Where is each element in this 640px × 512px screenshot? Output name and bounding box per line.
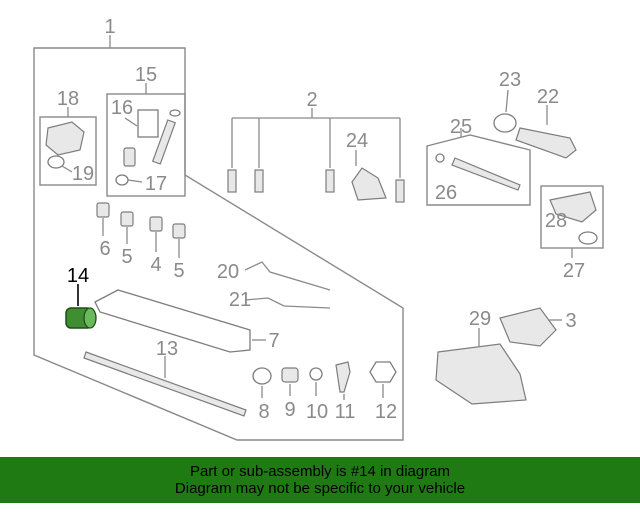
banner-line-1: Part or sub-assembly is #14 in diagram (189, 463, 451, 480)
callout-5: 5 (121, 246, 132, 268)
part-8 (252, 367, 272, 385)
bushing-14-part (65, 307, 97, 329)
boot-part (515, 127, 577, 159)
bolt-parts (227, 169, 405, 203)
clamp-part (493, 113, 517, 133)
callout-28: 28 (545, 210, 567, 232)
cover-part (351, 167, 387, 201)
bushing-parts (96, 202, 186, 239)
callout-4: 4 (150, 254, 161, 276)
pipe-20 (244, 261, 331, 291)
callout-24: 24 (346, 130, 368, 152)
callout-22: 22 (537, 86, 559, 108)
callout-5b: 5 (173, 260, 184, 282)
yoke-part (45, 121, 85, 156)
callout-16: 16 (111, 97, 133, 119)
bushing-part (123, 147, 136, 167)
tie-rod-end-part (549, 191, 597, 223)
tie-rod-part (451, 157, 521, 191)
callout-6: 6 (99, 238, 110, 260)
spring-part (281, 367, 299, 383)
callout-29: 29 (469, 308, 491, 330)
callout-19: 19 (72, 163, 94, 185)
callout-25: 25 (450, 116, 472, 138)
callout-26: 26 (435, 182, 457, 204)
callout-9: 9 (284, 399, 295, 421)
callout-13: 13 (156, 338, 178, 360)
banner-line-2: Diagram may not be specific to your vehi… (174, 480, 466, 497)
callout-7: 7 (268, 330, 279, 352)
callout-3: 3 (565, 310, 576, 332)
nut-part (369, 361, 397, 383)
gear-housing-part (94, 289, 251, 353)
callout-10: 10 (306, 401, 328, 423)
callout-17: 17 (145, 173, 167, 195)
info-banner: Part or sub-assembly is #14 in diagram D… (0, 457, 640, 503)
callout-27: 27 (563, 260, 585, 282)
pinion-part (151, 119, 177, 165)
parts-diagram: 1 2 3 4 4 5 5 6 6 7 8 9 10 11 12 13 14 1… (33, 16, 604, 441)
bolt-11-part (335, 361, 351, 393)
seal-kit-part (137, 109, 159, 138)
rack-part (83, 351, 247, 417)
callout-15: 15 (135, 64, 157, 86)
washer-part (309, 367, 323, 381)
callout-1: 1 (104, 16, 115, 38)
callout-18: 18 (57, 88, 79, 110)
assembly-outline (33, 47, 404, 441)
callout-12: 12 (375, 401, 397, 423)
callout-21: 21 (229, 289, 251, 311)
callout-23: 23 (499, 69, 521, 91)
callout-14: 14 (67, 265, 89, 287)
callout-8: 8 (258, 401, 269, 423)
mount-part (499, 307, 557, 347)
callout-2: 2 (306, 89, 317, 111)
callout-11: 11 (335, 401, 356, 423)
pipe-21 (244, 297, 331, 309)
callout-20: 20 (217, 261, 239, 283)
subassembly-25-box (426, 134, 531, 206)
insulator-part (435, 343, 527, 405)
